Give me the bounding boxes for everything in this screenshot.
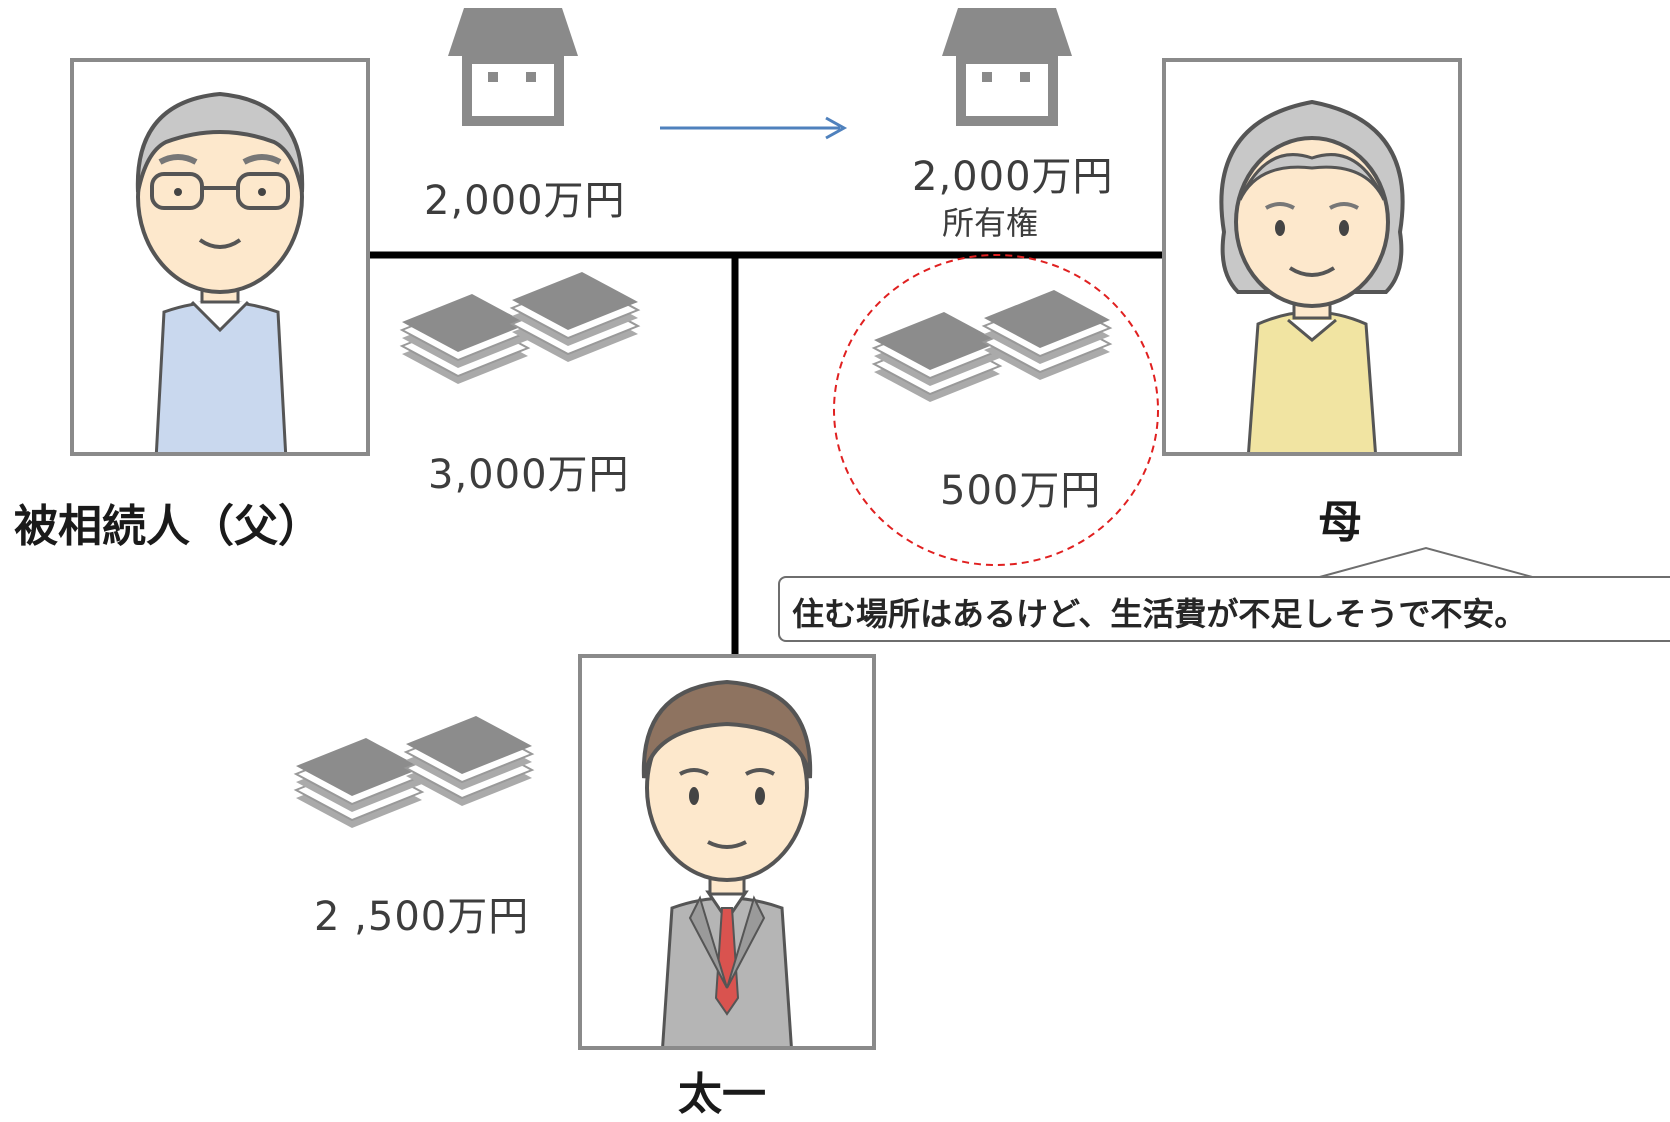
mother-illustration <box>1219 99 1405 452</box>
cash-father-amount: 3,000万円 <box>428 452 630 498</box>
cash-icon-mother <box>871 290 1113 402</box>
cash-mother-amount: 500万円 <box>940 468 1102 514</box>
speech-bubble-text: 住む場所はあるけど、生活費が不足しそうで不安。 <box>792 595 1527 633</box>
house-icon-father <box>448 8 578 126</box>
mother-portrait-frame <box>1162 58 1462 456</box>
speech-bubble: 住む場所はあるけど、生活費が不足しそうで不安。 <box>778 576 1670 642</box>
highlight-circle <box>833 254 1159 566</box>
cash-icon-father <box>399 272 641 384</box>
cash-son-amount: 2 ,500万円 <box>314 894 530 940</box>
mother-name: 母 <box>1318 497 1362 548</box>
house-father-amount: 2,000万円 <box>424 178 626 224</box>
father-name: 被相続人（父） <box>14 501 322 552</box>
house-mother-amount: 2,000万円 <box>912 154 1114 200</box>
cash-icon-son <box>293 716 535 828</box>
son-portrait-frame <box>578 654 876 1050</box>
son-name: 太一 <box>678 1069 766 1120</box>
father-illustration <box>135 91 305 452</box>
father-portrait-frame <box>70 58 370 456</box>
house-icon-mother <box>942 8 1072 126</box>
transfer-arrow <box>660 116 848 140</box>
house-mother-ownership-note: 所有権 <box>942 204 1039 242</box>
speech-bubble-tail <box>1315 546 1537 579</box>
son-illustration <box>641 679 813 1046</box>
